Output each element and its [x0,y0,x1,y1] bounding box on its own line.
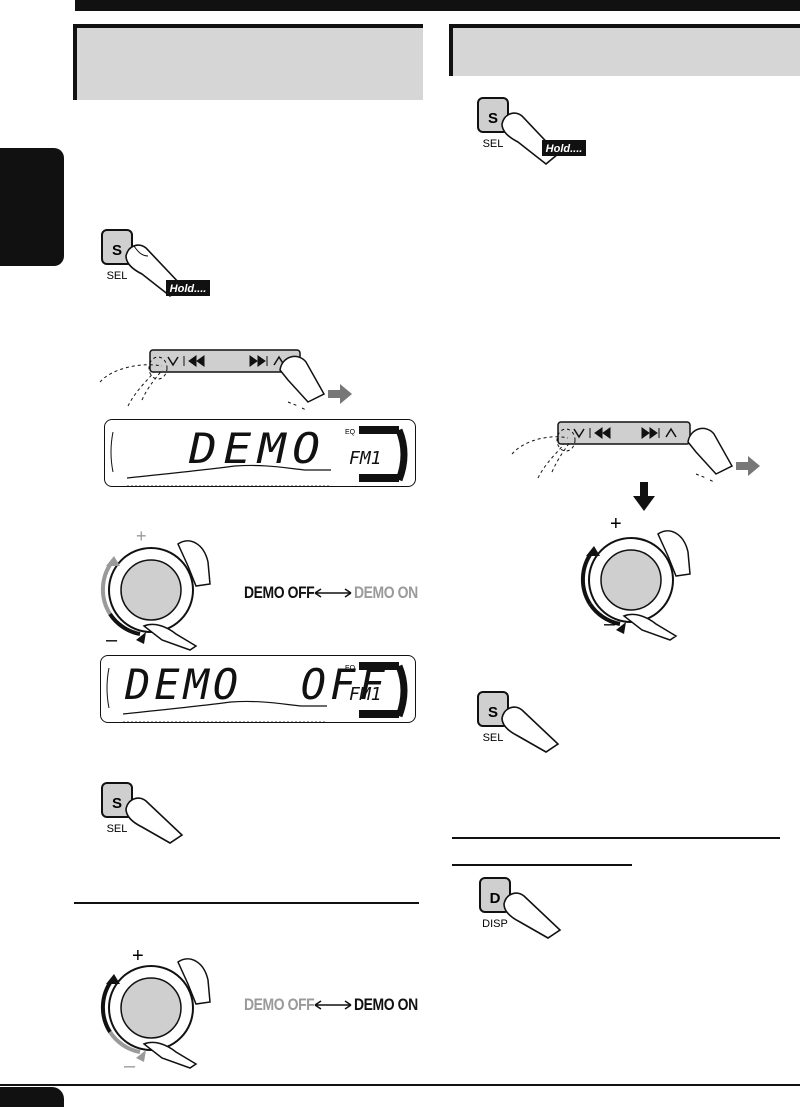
s-key-label-3: S [488,110,498,127]
left-section-divider [74,902,419,904]
volume-knob-left-bottom: + – [100,945,211,1077]
minus-label-3: – [604,613,616,635]
s-key-label-2: S [112,795,122,812]
lcd-band-text: FM1 [349,448,382,469]
s-key-label-4: S [488,704,498,721]
demo-off-option: DEMO OFF [244,583,315,602]
demo-on-option-2: DEMO ON [354,995,418,1014]
sel-button-hold-right: S SEL Hold.... [477,97,586,166]
seek-bar-illustration-left [99,349,352,410]
eq-icon-text: EQ [345,429,356,436]
lcd-display-demo: DEMO FM1 EQ [104,419,416,487]
minus-label-2: – [124,1055,136,1077]
eq-icon-text-2: EQ [345,665,356,672]
top-bar [75,0,800,11]
sel-button-press-right: S SEL [477,691,560,753]
minus-label: – [106,629,118,651]
disp-label: DISP [482,918,508,930]
volume-knob-left-mid: + – [100,526,211,651]
toggle-arrow-icon [314,588,352,598]
plus-label-3: + [610,513,622,535]
right-subheading-underline [452,864,632,866]
demo-off-option-2: DEMO OFF [244,995,315,1014]
sel-label-3: SEL [483,138,504,150]
lcd-eq-arc: EQ [341,424,411,484]
lcd-main-text: DEMO [189,424,327,473]
down-arrow-icon [633,482,655,511]
lcd-eq-arc-2: EQ [341,660,411,720]
s-key-label: S [112,242,122,259]
hold-label-2: Hold.... [546,143,583,155]
sel-label-2: SEL [107,823,128,835]
lcd-main-text-off: DEMO OFF [125,660,389,709]
left-section-header [73,24,423,100]
lcd-band-text-2: FM1 [349,684,382,705]
volume-knob-right: + – [580,513,691,641]
right-section-header [449,24,800,76]
sel-button-hold-left: S SEL Hold.... [101,229,210,298]
page-number-tab [0,1087,64,1107]
right-section-divider [452,837,780,839]
demo-on-option: DEMO ON [354,583,418,602]
sel-label-4: SEL [483,732,504,744]
sel-label: SEL [107,270,128,282]
lcd-display-demo-off: DEMO OFF FM1 EQ [100,655,416,723]
disp-button-press: D DISP [479,877,562,939]
plus-label-2: + [132,945,144,967]
sel-button-press-left: S SEL [101,782,184,844]
hold-label: Hold.... [170,283,207,295]
seek-bar-illustration-right [511,421,760,483]
language-side-tab [0,148,64,266]
page-bottom-line [0,1084,800,1086]
d-key-label: D [490,890,501,907]
toggle-arrow-icon-2 [314,1000,352,1010]
plus-label: + [136,526,147,546]
